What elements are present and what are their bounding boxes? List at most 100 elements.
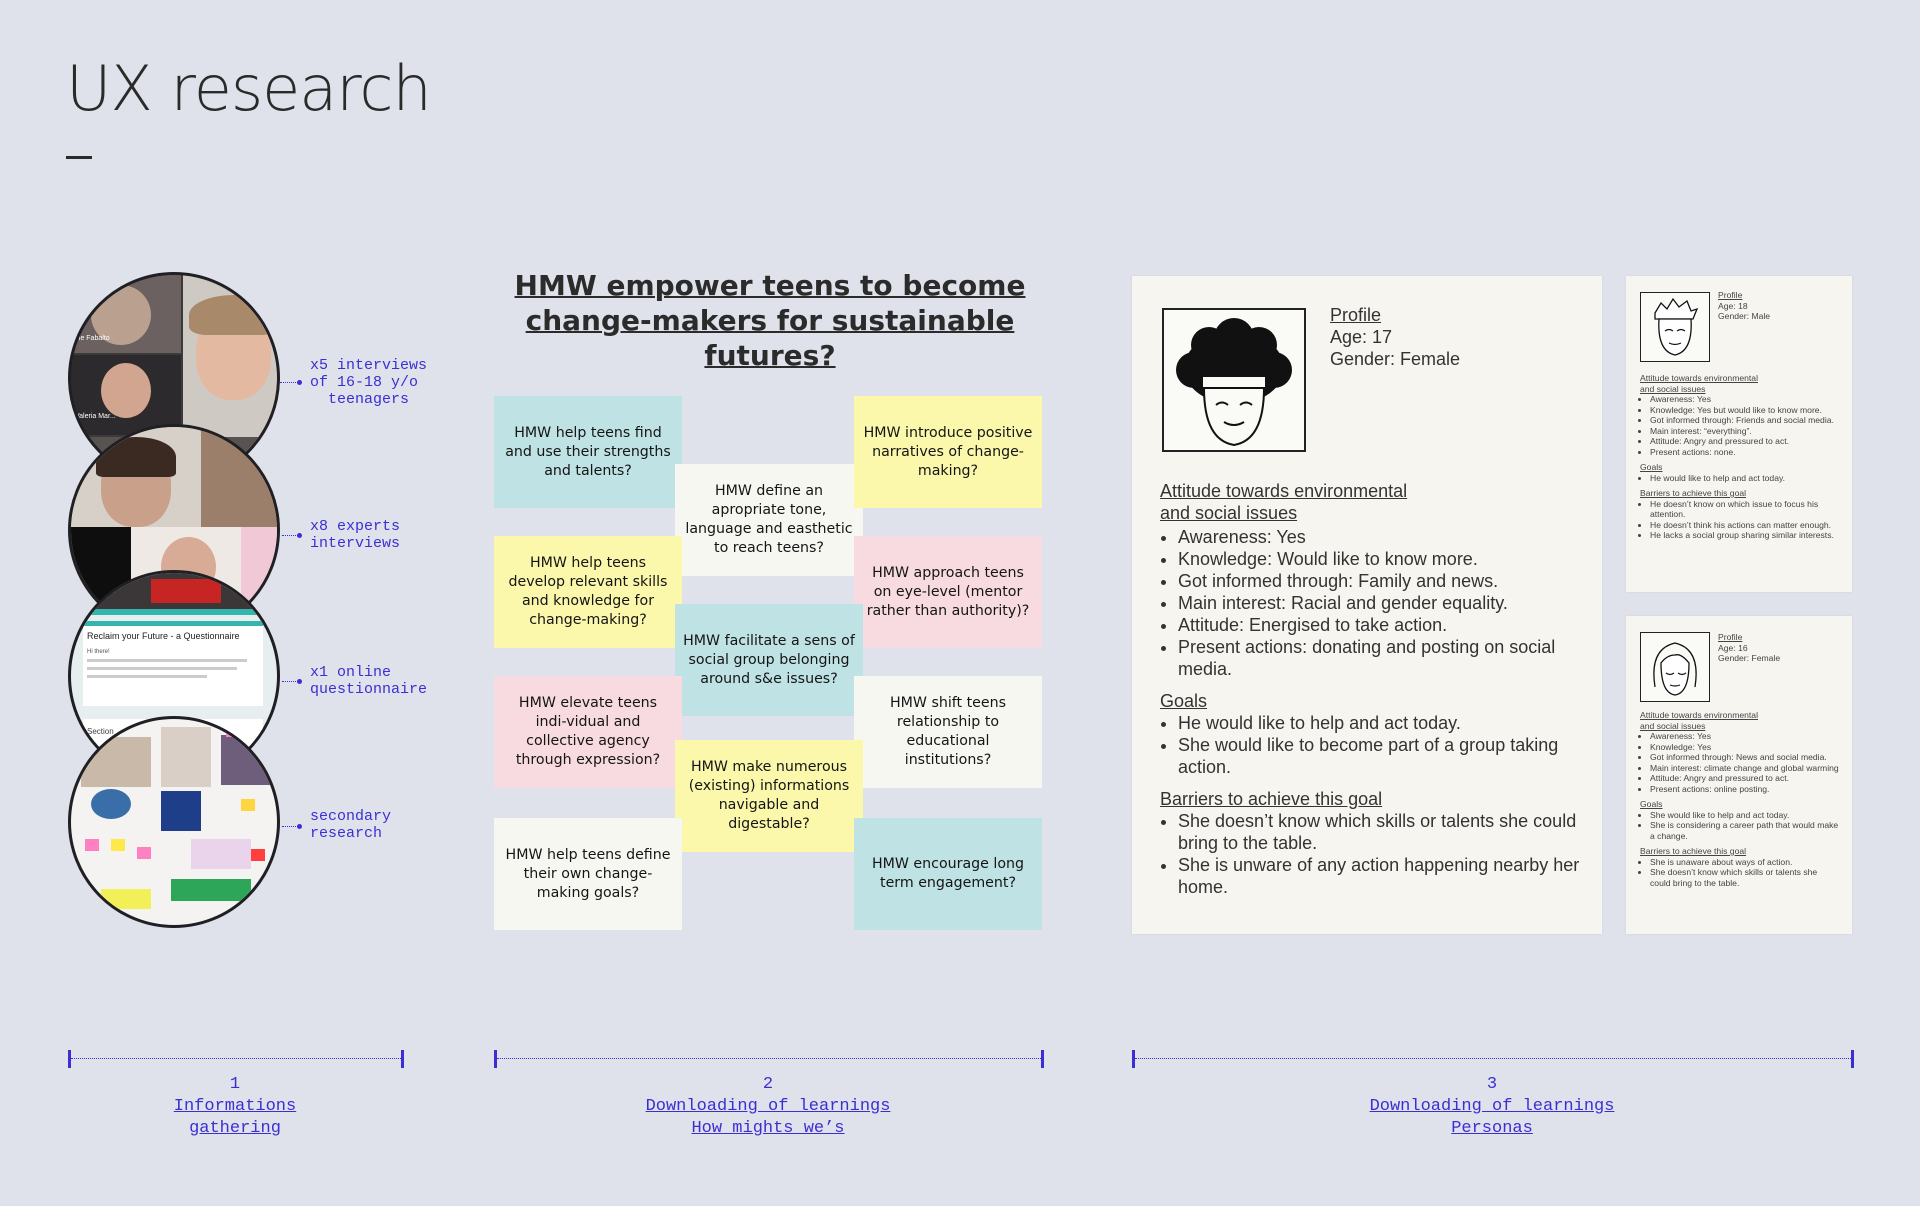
questionnaire-greeting: Hi there! xyxy=(87,649,110,655)
persona-age: Age: 16 xyxy=(1718,642,1748,653)
list-item: She is considering a career path that wo… xyxy=(1650,820,1840,841)
timeline-step-number: 1 xyxy=(229,1075,241,1094)
barriers-list: She doesn’t know which skills or talents… xyxy=(1160,810,1580,898)
persona-avatar xyxy=(1640,632,1710,702)
barriers-title: Barriers to achieve this goal xyxy=(1160,789,1383,809)
persona-profile-label: Profile xyxy=(1330,305,1382,325)
goals-list: He would like to help and act today. She… xyxy=(1160,712,1580,778)
list-item: She doesn’t know which skills or talents… xyxy=(1650,867,1840,888)
timeline-step-link[interactable]: How mights we’s xyxy=(691,1119,845,1138)
timeline-tick xyxy=(1132,1050,1135,1068)
goals-title: Goals xyxy=(1640,799,1663,809)
list-item: Main interest: climate change and global… xyxy=(1650,763,1840,774)
attitude-title-line1: Attitude towards environmental xyxy=(1640,710,1758,720)
attitude-list: Awareness: Yes Knowledge: Would like to … xyxy=(1160,526,1580,680)
list-item: Attitude: Angry and pressured to act. xyxy=(1650,436,1840,447)
research-caption-secondary: secondary research xyxy=(310,808,392,842)
research-caption-interviews: x5 interviews of 16-18 y/o teenagers xyxy=(310,357,428,408)
secondary-research-collage xyxy=(68,716,280,928)
hmw-note: HMW facilitate a sens of social group be… xyxy=(675,604,863,716)
timeline-tick xyxy=(1041,1050,1044,1068)
timeline-step-number: 3 xyxy=(1486,1075,1498,1094)
list-item: Present actions: online posting. xyxy=(1650,784,1840,795)
research-caption-experts: x8 experts interviews xyxy=(310,518,401,552)
video-name-label: ine Fabalto xyxy=(75,335,110,342)
attitude-title: Attitude towards environmental and socia… xyxy=(1640,710,1840,731)
timeline-step-link[interactable]: gathering xyxy=(189,1119,281,1138)
questionnaire-title: Reclaim your Future - a Questionnaire xyxy=(87,631,240,641)
list-item: Main interest: “everything”. xyxy=(1650,426,1840,437)
persona-gender: Gender: Female xyxy=(1718,653,1781,663)
attitude-title-line1: Attitude towards environmental xyxy=(1640,373,1758,383)
timeline-step-link[interactable]: Personas xyxy=(1451,1119,1533,1138)
list-item: Knowledge: Yes xyxy=(1650,742,1840,753)
persona-card-main: Profile Age: 17 Gender: Female Attitude … xyxy=(1132,276,1602,934)
hmw-heading-line2: change-makers for sustainable futures? xyxy=(525,304,1015,372)
persona-age: Age: 17 xyxy=(1330,327,1393,347)
goals-title: Goals xyxy=(1640,462,1663,472)
barriers-list: He doesn’t know on which issue to focus … xyxy=(1640,499,1840,541)
persona-gender: Gender: Female xyxy=(1330,349,1461,369)
list-item: He lacks a social group sharing similar … xyxy=(1650,530,1840,541)
list-item: Attitude: Angry and pressured to act. xyxy=(1650,773,1840,784)
list-item: She would like to help and act today. xyxy=(1650,810,1840,821)
questionnaire-section: Section xyxy=(87,727,114,736)
list-item: She is unware of any action happening ne… xyxy=(1178,854,1580,898)
research-caption-questionnaire: x1 online questionnaire xyxy=(310,664,428,698)
timeline-tick xyxy=(494,1050,497,1068)
hmw-note: HMW make numerous (existing) information… xyxy=(675,740,863,852)
list-item: He doesn’t know on which issue to focus … xyxy=(1650,499,1840,520)
hmw-note: HMW help teens define their own change-m… xyxy=(494,818,682,930)
list-item: Awareness: Yes xyxy=(1178,526,1580,548)
attitude-title-line2: and social issues xyxy=(1640,383,1706,394)
list-item: Main interest: Racial and gender equalit… xyxy=(1178,592,1580,614)
attitude-title: Attitude towards environmental and socia… xyxy=(1160,480,1580,524)
hmw-note: HMW approach teens on eye-level (mentor … xyxy=(854,536,1042,648)
barriers-title: Barriers to achieve this goal xyxy=(1640,488,1747,498)
list-item: She doesn’t know which skills or talents… xyxy=(1178,810,1580,854)
list-item: Awareness: Yes xyxy=(1650,731,1840,742)
list-item: She would like to become part of a group… xyxy=(1178,734,1580,778)
timeline-step-link[interactable]: Informations xyxy=(173,1097,297,1116)
persona-age: Age: 18 xyxy=(1718,300,1748,311)
persona-avatar xyxy=(1162,308,1306,452)
timeline-tick xyxy=(401,1050,404,1068)
persona-profile-label: Profile xyxy=(1718,290,1743,300)
goals-list: He would like to help and act today. xyxy=(1640,473,1840,484)
hmw-note: HMW help teens find and use their streng… xyxy=(494,396,682,508)
timeline-line xyxy=(71,1058,401,1059)
attitude-title: Attitude towards environmental and socia… xyxy=(1640,373,1840,394)
list-item: He would like to help and act today. xyxy=(1178,712,1580,734)
persona-avatar xyxy=(1640,292,1710,362)
list-item: Got informed through: Friends and social… xyxy=(1650,415,1840,426)
hmw-note: HMW shift teens relationship to educatio… xyxy=(854,676,1042,788)
persona-profile-label: Profile xyxy=(1718,632,1743,642)
title-divider xyxy=(66,156,92,159)
hmw-heading-line1: HMW empower teens to become xyxy=(514,269,1026,302)
timeline-step-2: 2 Downloading of learnings How mights we… xyxy=(618,1074,918,1140)
hmw-heading: HMW empower teens to become change-maker… xyxy=(470,268,1070,373)
timeline-line xyxy=(1135,1058,1851,1059)
timeline-step-number: 2 xyxy=(762,1075,774,1094)
attitude-list: Awareness: Yes Knowledge: Yes Got inform… xyxy=(1640,731,1840,794)
list-item: Knowledge: Would like to know more. xyxy=(1178,548,1580,570)
list-item: Got informed through: Family and news. xyxy=(1178,570,1580,592)
list-item: Attitude: Energised to take action. xyxy=(1178,614,1580,636)
persona-card-male: Profile Age: 18 Gender: Male Attitude to… xyxy=(1626,276,1852,592)
attitude-list: Awareness: Yes Knowledge: Yes but would … xyxy=(1640,394,1840,457)
hmw-note: HMW introduce positive narratives of cha… xyxy=(854,396,1042,508)
timeline-tick xyxy=(1851,1050,1854,1068)
timeline-step-link[interactable]: Downloading of learnings xyxy=(1369,1097,1615,1116)
list-item: She is unaware about ways of action. xyxy=(1650,857,1840,868)
timeline-step-1: 1 Informations gathering xyxy=(135,1074,335,1140)
persona-card-female16: Profile Age: 16 Gender: Female Attitude … xyxy=(1626,616,1852,934)
list-item: Awareness: Yes xyxy=(1650,394,1840,405)
attitude-title-line1: Attitude towards environmental xyxy=(1160,481,1408,501)
timeline-step-link[interactable]: Downloading of learnings xyxy=(645,1097,891,1116)
timeline-line xyxy=(497,1058,1041,1059)
video-name-label: Valeria Mar... xyxy=(75,413,116,420)
barriers-list: She is unaware about ways of action. She… xyxy=(1640,857,1840,889)
list-item: Knowledge: Yes but would like to know mo… xyxy=(1650,405,1840,416)
attitude-title-line2: and social issues xyxy=(1640,720,1706,731)
hmw-note: HMW encourage long term engagement? xyxy=(854,818,1042,930)
